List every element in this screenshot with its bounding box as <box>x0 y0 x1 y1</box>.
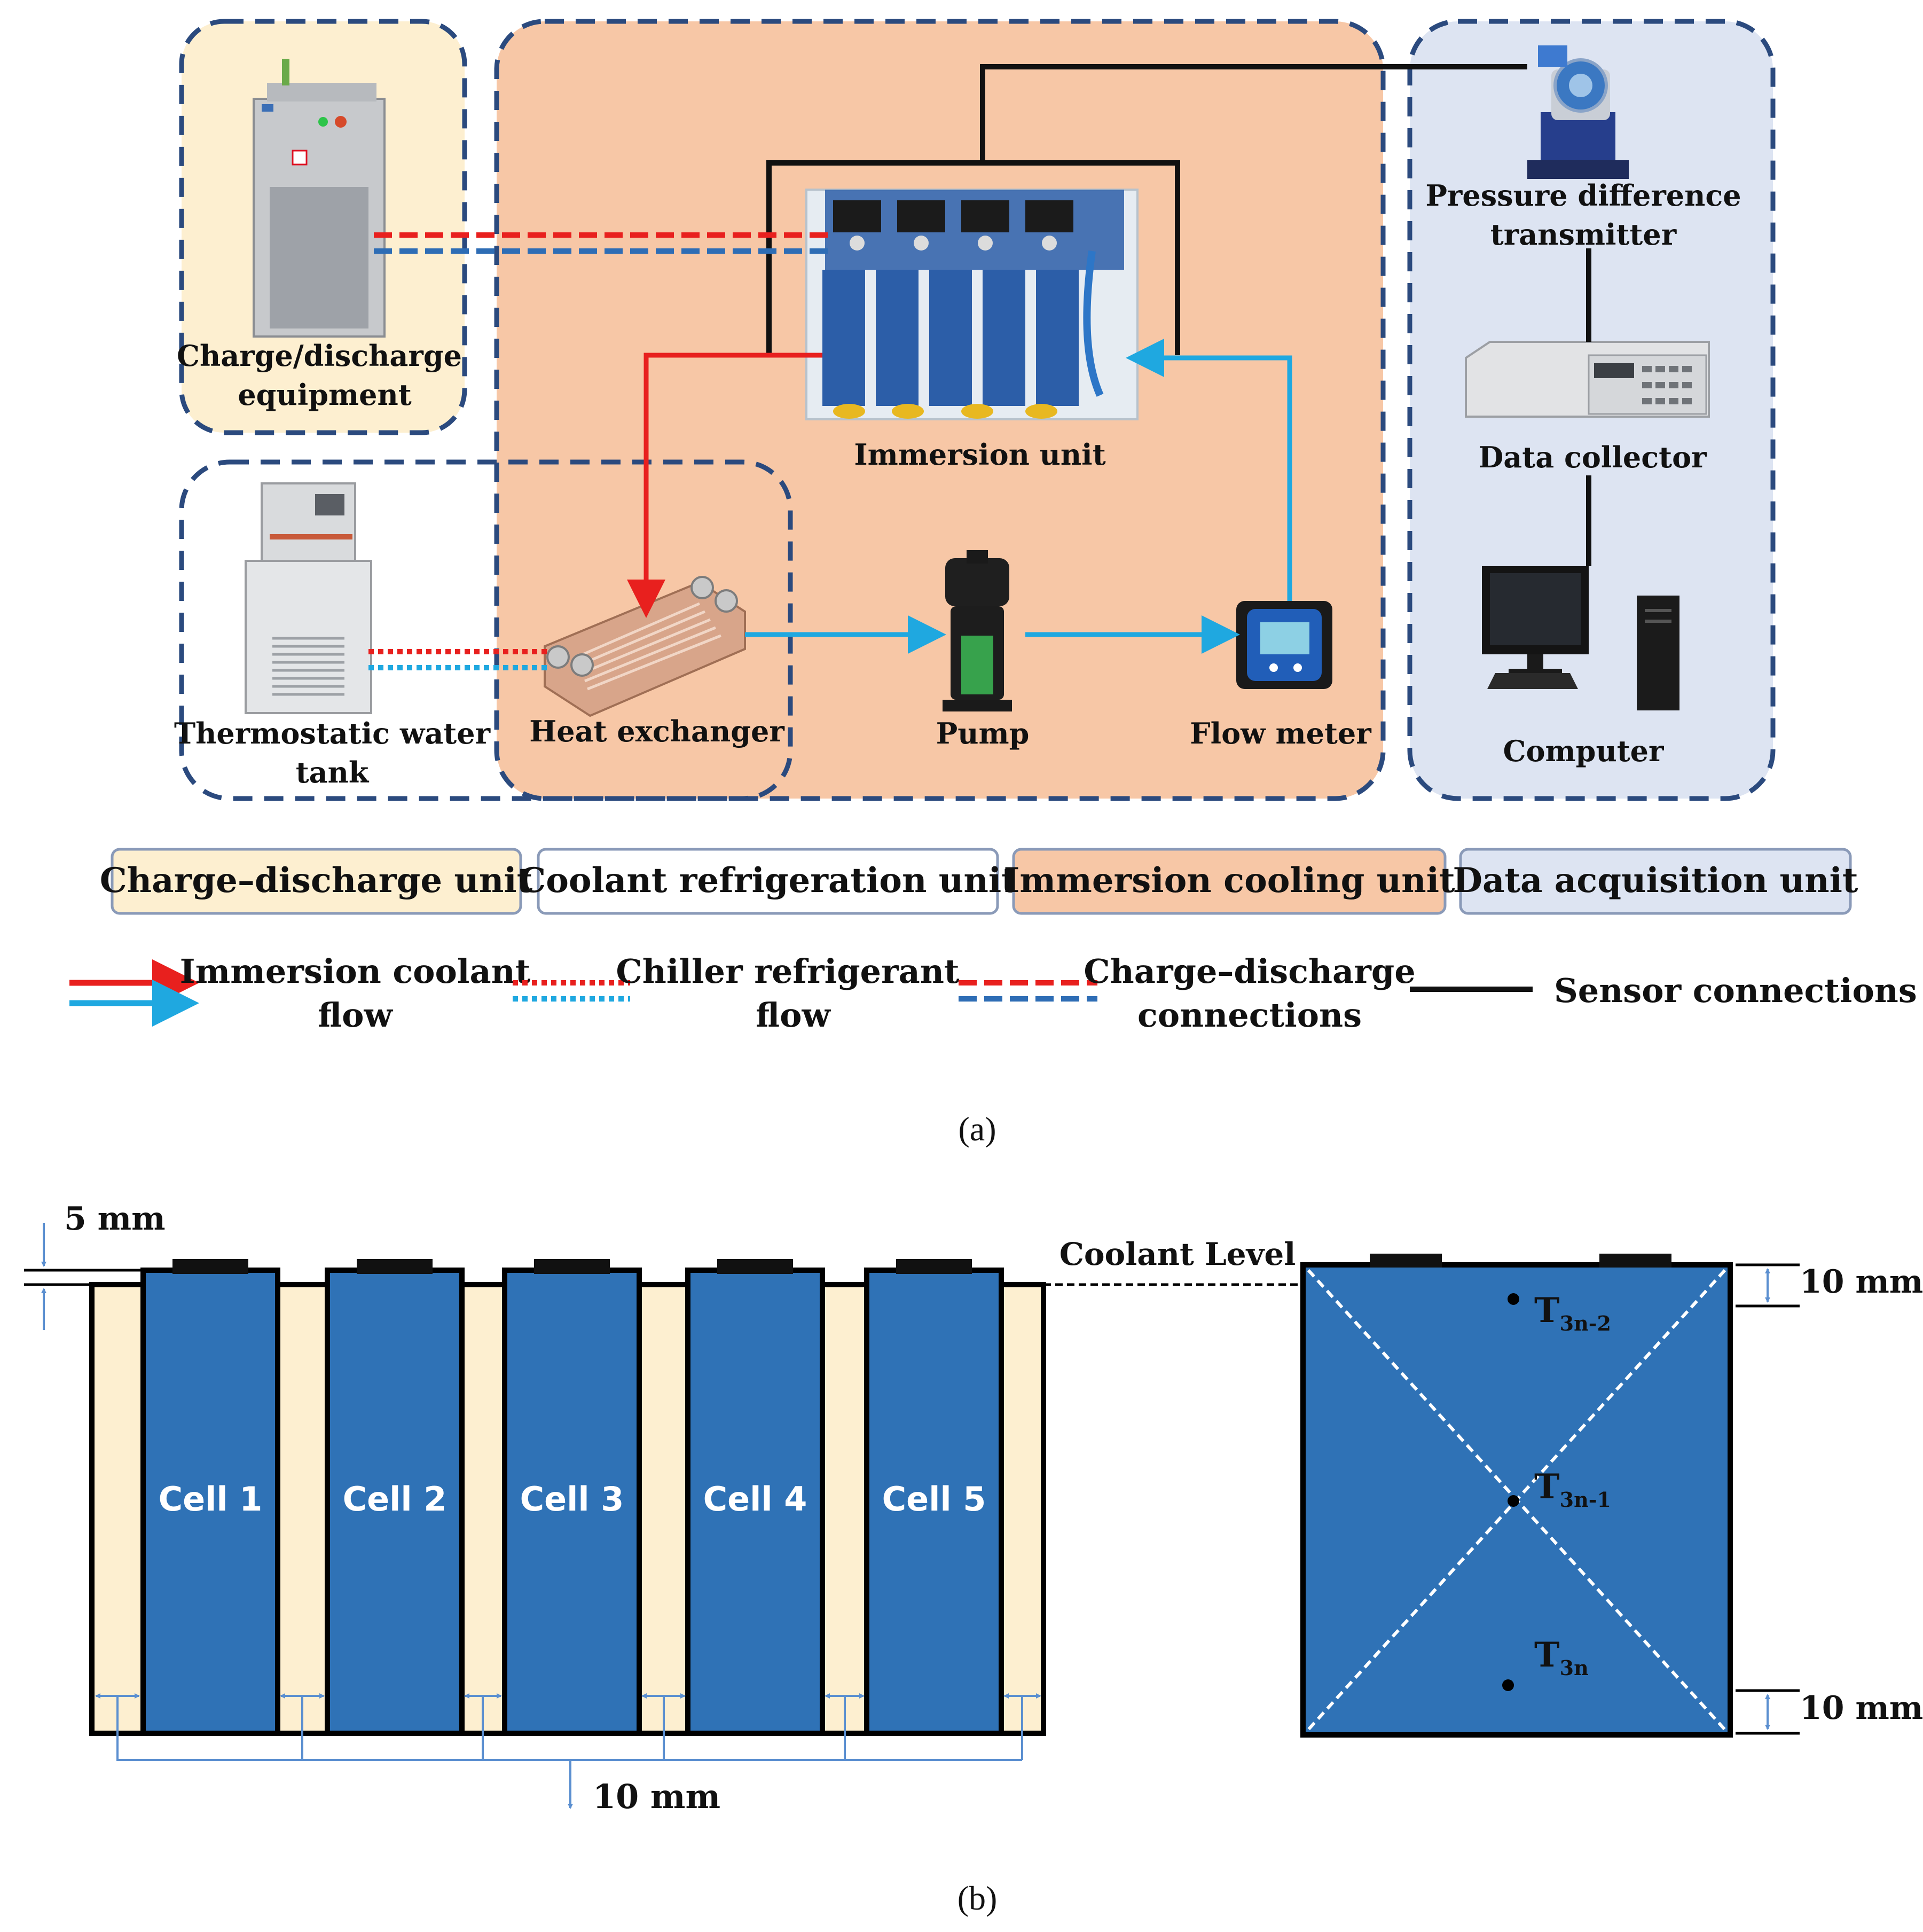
heat-exchanger-icon <box>544 576 746 717</box>
pressure-transmitter-icon <box>1527 45 1629 179</box>
unit-legend: Charge–discharge unit Coolant refrigerat… <box>100 848 1858 915</box>
sensor-label-middle: T3n-1 <box>1534 1467 1611 1512</box>
flow-meter-label: Flow meter <box>1190 716 1371 750</box>
charge-discharge-equipment-icon <box>253 59 386 338</box>
cell-5: Cell 5 <box>864 1259 1004 1736</box>
data-collector-label: Data collector <box>1478 440 1707 474</box>
gap-dim-label: 10 mm <box>593 1777 720 1816</box>
coolant-level-label: Coolant Level <box>1059 1236 1296 1272</box>
svg-text:connections: connections <box>1137 996 1362 1035</box>
svg-text:Charge–discharge: Charge–discharge <box>1084 952 1415 991</box>
top-dim-label: 5 mm <box>64 1200 166 1238</box>
legend-immersion-cooling-unit: Immersion cooling unit <box>1003 848 1455 915</box>
legend-data-acquisition-unit: Data acquisition unit <box>1453 848 1858 915</box>
svg-text:flow: flow <box>756 996 831 1035</box>
right-dim-bottom-label: 10 mm <box>1800 1689 1923 1727</box>
svg-text:Charge–discharge unit: Charge–discharge unit <box>100 861 533 901</box>
charge-equipment-label-2: equipment <box>238 378 411 412</box>
caption-a: (a) <box>958 1110 996 1148</box>
cell-tank: Cell 1 Cell 2 Cell 3 Cell 4 Cell 5 <box>89 1259 1046 1736</box>
immersion-unit-label: Immersion unit <box>854 437 1105 472</box>
immersion-coolant-flow <box>627 339 1292 654</box>
pump-icon <box>943 550 1012 711</box>
cell-1: Cell 1 <box>140 1259 280 1736</box>
gap-dimensions <box>95 1693 1041 1809</box>
svg-text:Immersion cooling unit: Immersion cooling unit <box>1003 861 1455 901</box>
battery-pack-icon <box>805 189 1139 420</box>
data-collector-icon <box>1465 341 1710 418</box>
flow-meter-icon <box>1236 601 1332 689</box>
legend-immersion-coolant-flow: Immersion coolant flow <box>69 952 531 1035</box>
pump-label: Pump <box>936 716 1030 750</box>
svg-text:Cell 3: Cell 3 <box>520 1480 624 1519</box>
computer-label: Computer <box>1503 734 1664 768</box>
cell-3: Cell 3 <box>502 1259 642 1736</box>
caption-b: (b) <box>957 1879 998 1917</box>
sensor-point-bottom <box>1502 1679 1514 1691</box>
svg-text:Cell 5: Cell 5 <box>882 1480 986 1519</box>
sensor-connections <box>766 64 1591 566</box>
line-legend: Immersion coolant flow Chiller refrigera… <box>69 952 1917 1035</box>
sensor-label-bottom: T3n <box>1534 1635 1589 1680</box>
computer-icon <box>1482 566 1679 710</box>
chiller-refrigerant-flow <box>368 649 547 670</box>
legend-chiller-refrigerant-flow: Chiller refrigerant flow <box>513 952 960 1035</box>
svg-text:Sensor connections: Sensor connections <box>1554 971 1917 1010</box>
cell-4: Cell 4 <box>685 1259 825 1736</box>
legend-charge-discharge-connections: Charge–discharge connections <box>959 952 1416 1035</box>
svg-text:Data acquisition unit: Data acquisition unit <box>1453 861 1858 901</box>
thermostatic-tank-label-2: tank <box>296 755 370 789</box>
thermostatic-tank-label-1: Thermostatic water <box>174 716 491 750</box>
pressure-transmitter-label-1: Pressure difference <box>1425 178 1741 213</box>
coolant-refrigeration-region <box>179 459 793 801</box>
svg-text:Immersion coolant: Immersion coolant <box>180 952 531 991</box>
thermostatic-tank-icon <box>245 482 372 714</box>
sensor-point-middle <box>1508 1495 1519 1507</box>
svg-text:Chiller refrigerant: Chiller refrigerant <box>616 952 959 991</box>
svg-text:Coolant refrigeration unit: Coolant refrigeration unit <box>519 861 1017 901</box>
pressure-transmitter-label-2: transmitter <box>1490 217 1677 252</box>
svg-text:Cell 2: Cell 2 <box>343 1480 447 1519</box>
legend-sensor-connections: Sensor connections <box>1410 971 1917 1010</box>
cell-2: Cell 2 <box>325 1259 465 1736</box>
svg-text:Cell 1: Cell 1 <box>159 1480 263 1519</box>
svg-text:flow: flow <box>318 996 393 1035</box>
legend-coolant-refrigeration-unit: Coolant refrigeration unit <box>519 848 1017 915</box>
sensor-cell: T3n-2 T3n-1 T3n <box>1300 1254 1733 1738</box>
legend-charge-discharge-unit: Charge–discharge unit <box>100 848 533 915</box>
top-dimension: 5 mm <box>24 1200 166 1330</box>
heat-exchanger-label: Heat exchanger <box>529 714 784 748</box>
right-dimensions: 10 mm 10 mm <box>1736 1263 1923 1735</box>
right-dim-top-label: 10 mm <box>1800 1263 1923 1301</box>
sensor-point-top <box>1508 1293 1519 1305</box>
svg-text:Cell 4: Cell 4 <box>703 1480 807 1519</box>
charge-equipment-label-1: Charge/discharge <box>177 339 462 373</box>
sensor-label-top: T3n-2 <box>1534 1290 1611 1335</box>
panel-a-labels: Charge/discharge equipment Immersion uni… <box>174 178 1741 789</box>
coolant-level: Coolant Level <box>1043 1236 1303 1286</box>
